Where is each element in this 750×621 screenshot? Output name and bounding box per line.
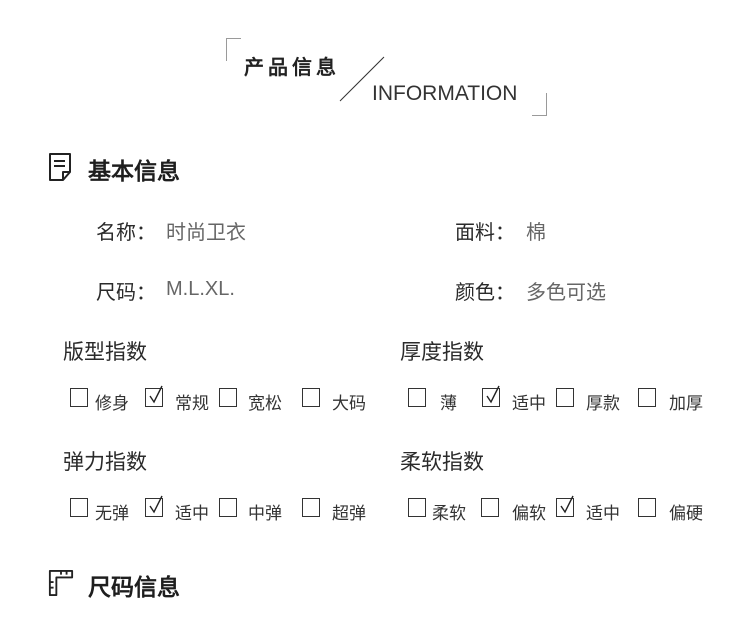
fit-option-label: 宽松 [248,394,282,414]
thickness-option-label: 适中 [512,394,546,414]
elasticity-option-label: 超弹 [332,504,366,524]
size-info-title: 尺码信息 [88,575,180,601]
softness-option-checkbox[interactable] [638,498,656,517]
thickness-index-title: 厚度指数 [400,340,484,364]
checkmark-icon [560,495,574,514]
elasticity-option-checkbox[interactable] [219,498,237,517]
size-label: 尺码： [96,280,156,304]
fit-option-label: 大码 [332,394,366,414]
fabric-value: 棉 [526,220,546,244]
size-value: M.L.XL. [166,278,235,300]
thickness-option-checkbox[interactable] [408,388,426,407]
softness-index-title: 柔软指数 [400,450,484,474]
fit-option-label: 修身 [95,394,129,414]
checkmark-icon [149,385,163,404]
softness-option-checkbox[interactable] [408,498,426,517]
elasticity-option-checkbox[interactable] [302,498,320,517]
header-divider-slash [339,56,385,102]
header-title-en: INFORMATION [372,82,518,105]
fit-option-label: 常规 [175,394,209,414]
header-corner-top-left [226,38,241,61]
thickness-option-checkbox[interactable] [556,388,574,407]
thickness-option-checkbox[interactable] [638,388,656,407]
thickness-option-label: 薄 [440,394,457,414]
fit-option-checkbox[interactable] [219,388,237,407]
header-title-cn: 产品信息 [244,55,340,79]
header-corner-bottom-right [532,93,547,116]
softness-option-label: 偏软 [512,504,546,524]
checkmark-icon [149,495,163,514]
elasticity-option-checkbox[interactable] [70,498,88,517]
fit-index-title: 版型指数 [63,340,147,364]
thickness-option-label: 厚款 [586,394,620,414]
document-icon [49,153,71,181]
elasticity-option-label: 中弹 [248,504,282,524]
name-value: 时尚卫衣 [166,220,246,244]
fabric-label: 面料： [455,220,515,244]
softness-option-label: 柔软 [432,504,466,524]
softness-option-checkbox[interactable] [481,498,499,517]
basic-info-title: 基本信息 [88,159,180,185]
color-label: 颜色： [455,280,515,304]
softness-option-label: 适中 [586,504,620,524]
fit-option-checkbox-checked[interactable] [145,385,163,407]
thickness-option-checkbox-checked[interactable] [482,385,500,407]
thickness-option-label: 加厚 [669,394,703,414]
softness-option-checkbox-checked[interactable] [556,495,574,517]
elasticity-index-title: 弹力指数 [63,450,147,474]
checkmark-icon [486,385,500,404]
elasticity-option-checkbox-checked[interactable] [145,495,163,517]
elasticity-option-label: 适中 [175,504,209,524]
name-label: 名称： [96,220,156,244]
softness-option-label: 偏硬 [669,504,703,524]
fit-option-checkbox[interactable] [70,388,88,407]
elasticity-option-label: 无弹 [95,504,129,524]
ruler-icon [48,570,74,596]
fit-option-checkbox[interactable] [302,388,320,407]
color-value: 多色可选 [526,280,606,304]
